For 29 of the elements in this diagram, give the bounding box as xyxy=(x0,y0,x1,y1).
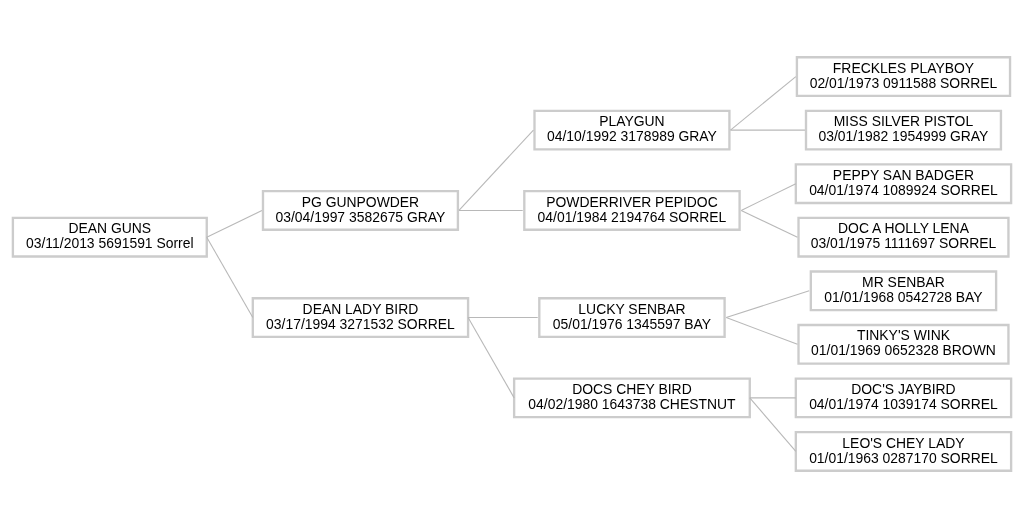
connector xyxy=(458,129,534,211)
connector xyxy=(725,317,798,345)
node-box: FRECKLES PLAYBOY 02/01/1973 0911588 SORREL xyxy=(795,56,1012,98)
node-box: DOC A HOLLY LENA 03/01/1975 1111697 SORREL xyxy=(797,216,1010,258)
connector xyxy=(458,209,524,211)
node-box: LEO'S CHEY LADY 01/01/1963 0287170 SORREL xyxy=(794,431,1013,472)
connector xyxy=(749,397,797,452)
connector xyxy=(729,76,797,131)
connector xyxy=(206,209,263,238)
connector xyxy=(467,317,539,319)
node-box: DOCS CHEY BIRD 04/02/1980 1643738 CHESTNUT xyxy=(512,377,751,419)
node-box: LUCKY SENBAR 05/01/1976 1345597 BAY xyxy=(538,297,726,338)
node-box: PLAYGUN 04/10/1992 3178989 GRAY xyxy=(533,109,731,151)
node-box: DOC'S JAYBIRD 04/01/1974 1039174 SORREL xyxy=(794,377,1013,419)
connector xyxy=(206,236,254,319)
node-box: DEAN LADY BIRD 03/17/1994 3271532 SORREL xyxy=(251,297,470,338)
node-box: MISS SILVER PISTOL 03/01/1982 1954999 GRAY xyxy=(804,109,1003,151)
connector xyxy=(740,183,797,211)
node-box: PG GUNPOWDER 03/04/1997 3582675 GRAY xyxy=(261,190,460,231)
connector xyxy=(749,397,797,399)
node-box: POWDERRIVER PEPIDOC 04/01/1984 2194764 SORREL xyxy=(523,190,741,231)
connector xyxy=(725,290,810,319)
connector xyxy=(740,209,798,238)
node-box: TINKY'S WINK 01/01/1969 0652328 BROWN xyxy=(797,323,1010,365)
node-box: MR SENBAR 01/01/1968 0542728 BAY xyxy=(809,270,998,312)
connector xyxy=(729,129,806,131)
connector xyxy=(467,317,515,399)
node-box: DEAN GUNS 03/11/2013 5691591 Sorrel xyxy=(11,216,208,258)
node-box: PEPPY SAN BADGER 04/01/1974 1089924 SORREL xyxy=(794,163,1013,205)
